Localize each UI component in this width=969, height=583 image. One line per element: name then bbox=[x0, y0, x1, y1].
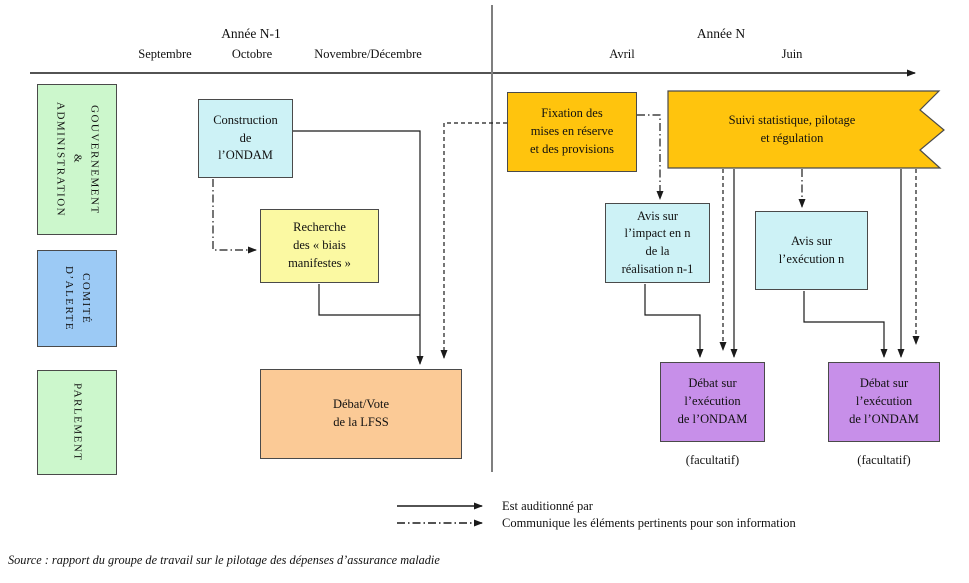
arrow-fixation-to-lfss-dashed bbox=[440, 122, 507, 359]
actor-comite-label: COMITÉ D’ALERTE bbox=[63, 265, 93, 332]
box-debat-execution-ondam-1-label: Débat sur l’exécution de l’ONDAM bbox=[677, 376, 748, 426]
box-debat-vote-lfss: Débat/Vote de la LFSS bbox=[260, 369, 462, 459]
period-title-annee-n: Année N bbox=[696, 26, 746, 41]
box-suivi-statistique: Suivi statistique, pilotage et régulatio… bbox=[672, 91, 912, 168]
box-recherche-biais-manifestes: Recherche des « biais manifestes » bbox=[260, 209, 379, 283]
month-label-novembre-decembre: Novembre/Décembre bbox=[314, 47, 422, 61]
box-avis-execution: Avis sur l’exécution n bbox=[755, 211, 868, 290]
month-label-avril: Avril bbox=[609, 47, 635, 61]
month-label-septembre: Septembre bbox=[138, 47, 192, 61]
actor-gouvernement-administration: GOUVERNEMENT & ADMINISTRATION bbox=[37, 84, 117, 235]
arrow-construction-to-recherche-dashdot bbox=[212, 179, 257, 254]
source-note: Source : rapport du groupe de travail su… bbox=[8, 553, 440, 567]
note-facultatif-1: (facultatif) bbox=[685, 453, 740, 467]
actor-gouvernement-label: GOUVERNEMENT & ADMINISTRATION bbox=[54, 101, 101, 218]
box-debat-execution-ondam-1: Débat sur l’exécution de l’ONDAM bbox=[660, 362, 765, 442]
box-construction-ondam-label: Construction de l’ONDAM bbox=[213, 112, 278, 163]
period-title-annee-n1: Année N-1 bbox=[221, 26, 281, 41]
box-debat-vote-lfss-label: Débat/Vote de la LFSS bbox=[332, 397, 389, 429]
note-facultatif-2: (facultatif) bbox=[857, 453, 911, 467]
box-avis-execution-label: Avis sur l’exécution n bbox=[778, 233, 845, 266]
box-fixation-mises-en-reserve: Fixation des mises en réserve et des pro… bbox=[507, 92, 637, 172]
actor-comite-alerte: COMITÉ D’ALERTE bbox=[37, 250, 117, 347]
box-avis-impact-label: Avis sur l’impact en n de la réalisation… bbox=[621, 208, 694, 276]
line-recherche-join bbox=[318, 284, 420, 316]
legend-label-audition: Est auditionné par bbox=[502, 499, 593, 513]
arrow-fixation-to-avis-impact-dashdot bbox=[637, 114, 664, 200]
box-suivi-label: Suivi statistique, pilotage et régulatio… bbox=[728, 112, 856, 145]
legend-label-communique: Communique les éléments pertinents pour … bbox=[502, 516, 796, 530]
box-construction-ondam: Construction de l’ONDAM bbox=[198, 99, 293, 178]
arrow-avis-execution-to-debat2 bbox=[803, 291, 888, 358]
box-debat-execution-ondam-2: Débat sur l’exécution de l’ONDAM bbox=[828, 362, 940, 442]
month-label-octobre: Octobre bbox=[231, 47, 273, 61]
actor-parlement: PARLEMENT bbox=[37, 370, 117, 475]
arrow-avis-impact-to-debat1 bbox=[644, 284, 704, 358]
box-avis-impact: Avis sur l’impact en n de la réalisation… bbox=[605, 203, 710, 283]
box-fixation-label: Fixation des mises en réserve et des pro… bbox=[529, 106, 615, 156]
box-recherche-label: Recherche des « biais manifestes » bbox=[288, 220, 351, 270]
month-label-juin: Juin bbox=[781, 47, 803, 61]
actor-parlement-label: PARLEMENT bbox=[71, 383, 84, 462]
box-debat-execution-ondam-2-label: Débat sur l’exécution de l’ONDAM bbox=[849, 376, 919, 426]
